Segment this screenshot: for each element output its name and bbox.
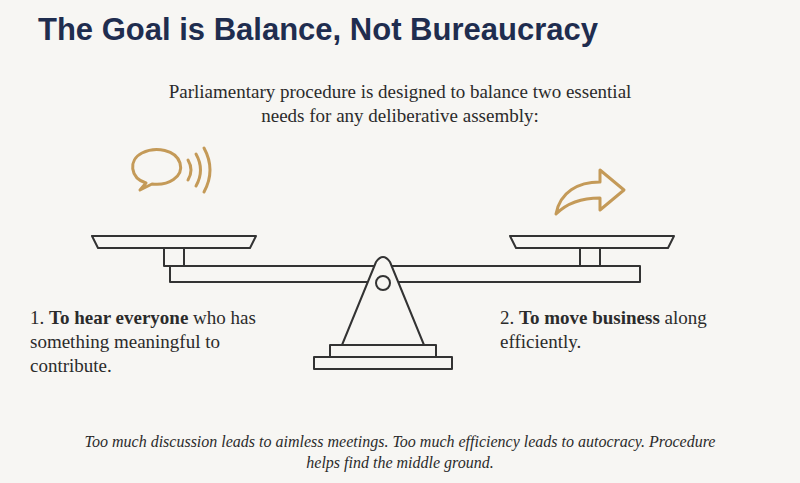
- arrow-icon: [556, 170, 624, 214]
- intro-text: Parliamentary procedure is designed to b…: [160, 80, 640, 128]
- need-item: 2.To move businessalong efficiently.: [500, 306, 715, 354]
- speech-icon: [133, 148, 210, 192]
- need-heading: To hear everyone: [49, 307, 188, 328]
- need-heading: To move business: [519, 307, 660, 328]
- label-text: 2.: [500, 307, 514, 328]
- title: The Goal is Balance, Not Bureaucracy: [38, 12, 598, 48]
- caption: Too much discussion leads to aimless mee…: [80, 432, 720, 474]
- need-item: 1.To hear everyonewho has something mean…: [30, 306, 298, 377]
- label-text: 1.: [30, 307, 44, 328]
- label-text: Parliamentary procedure is designed to b…: [169, 81, 632, 126]
